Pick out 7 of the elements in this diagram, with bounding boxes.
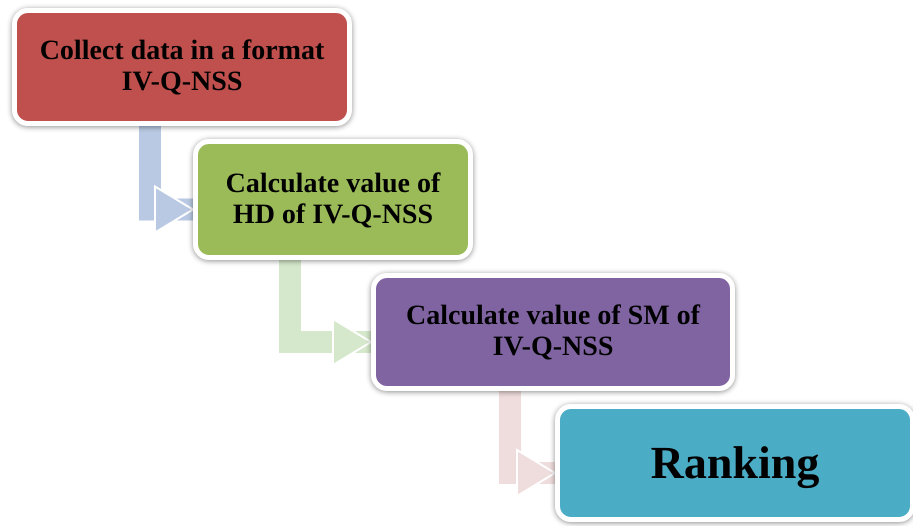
step-label: Collect data in a format IV-Q-NSS — [38, 36, 326, 98]
step-label: Calculate value of SM of IV-Q-NSS — [405, 301, 702, 363]
bent-arrow — [136, 126, 194, 234]
step-label: Calculate value of HD of IV-Q-NSS — [224, 168, 442, 230]
step-label: Ranking — [650, 438, 820, 488]
bent-arrow — [276, 260, 372, 366]
bent-arrow — [496, 391, 556, 497]
